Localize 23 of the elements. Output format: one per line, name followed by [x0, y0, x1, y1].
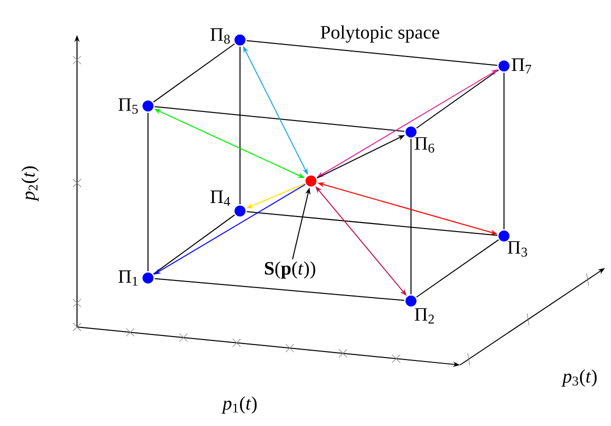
space-title: Polytopic space	[320, 25, 440, 43]
cube-edge	[416, 69, 500, 129]
cube-edge	[152, 43, 236, 103]
vertex-label: Π$_{3}$	[508, 241, 528, 257]
vertex-label: Π$_{8}$	[210, 28, 230, 44]
vertex-label: Π$_{6}$	[414, 137, 434, 153]
vertex-label: Π$_{4}$	[210, 190, 230, 206]
vertex-label: Π$_{7}$	[512, 58, 532, 74]
cube-edge	[416, 239, 499, 298]
point-label: S(p(t))	[262, 260, 318, 280]
vertex-label: Π$_{1}$	[118, 270, 138, 286]
cube-edge	[410, 138, 412, 295]
axis-label: p$_{2}$(t)	[21, 166, 39, 202]
cube-edge	[152, 214, 236, 275]
cube-edge	[154, 106, 405, 132]
point-dot	[306, 176, 316, 186]
axis-label: p$_{3}$(t)	[561, 369, 597, 387]
vertex-label: Π$_{5}$	[118, 98, 138, 114]
cube-edge	[246, 40, 498, 66]
cube-edge	[246, 211, 498, 236]
axis-label: p$_{1}$(t)	[221, 396, 257, 414]
vertex-label: Π$_{2}$	[414, 308, 434, 324]
cube-edge	[154, 278, 405, 301]
